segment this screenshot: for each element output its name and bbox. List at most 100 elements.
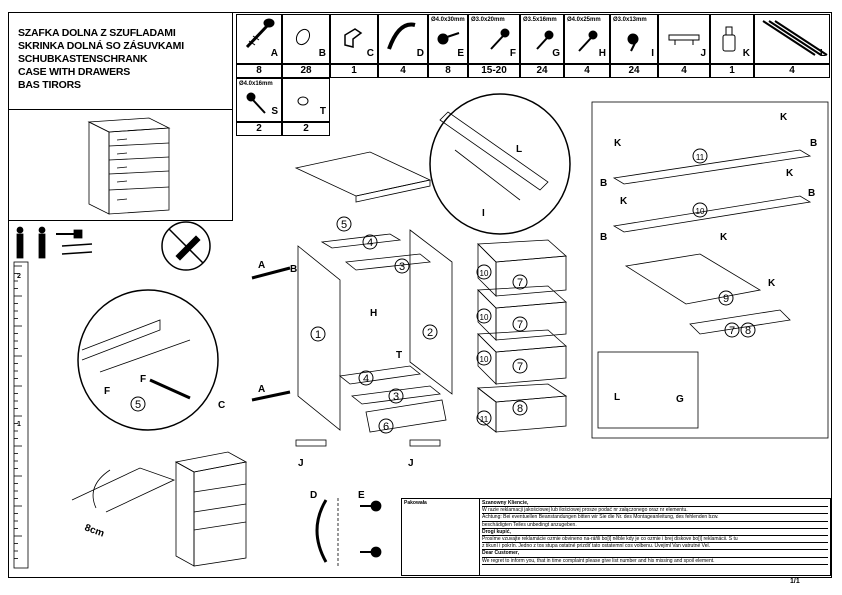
screw-g-icon <box>536 30 554 50</box>
part-cell-h: Ø4.0x25mm H <box>564 14 610 64</box>
label-k-2: K <box>780 112 788 123</box>
complaint-line-2: Achtung: Bei eventuellen Beanstandungen … <box>482 514 828 522</box>
label-f-2: F <box>140 374 146 385</box>
hardware-parts-table: A B C D Ø4.0x30mm E Ø3.0x20mm F Ø3.5x16m… <box>236 14 830 136</box>
complaint-line-0: Szanowny Kliencie, <box>482 500 828 508</box>
handle-d-icon <box>387 22 416 50</box>
bottom-board-3 <box>351 385 441 405</box>
complaint-text: Szanowny Kliencie, W razie reklamacji ja… <box>480 499 830 566</box>
screw-i-icon <box>627 33 639 52</box>
title-line-pl: SZAFKA DOLNA Z SZUFLADAMI <box>18 27 176 39</box>
part-cell-b: B <box>282 14 330 64</box>
label-panel-1: 1 <box>315 329 321 341</box>
complaint-line-1: W razie reklamacji jakościowej lub ilośc… <box>482 507 828 515</box>
side-panel-2 <box>409 229 453 395</box>
screw-e-icon <box>437 32 460 45</box>
label-7c: 7 <box>517 361 523 373</box>
label-10-panel: 10 <box>696 207 705 216</box>
label-8-panel: 8 <box>745 325 751 337</box>
qty-j: 4 <box>658 64 710 78</box>
label-k-5: K <box>720 232 728 243</box>
label-8: 8 <box>517 403 523 415</box>
label-l-panel: L <box>614 392 620 403</box>
qty-d: 4 <box>378 64 428 78</box>
label-10b: 10 <box>480 313 489 322</box>
glue-bottle-k-icon <box>722 26 736 52</box>
leg-j-left <box>295 439 327 447</box>
label-7b: 7 <box>517 319 523 331</box>
part-cell-g: Ø3.5x16mm G <box>520 14 564 64</box>
title-line-de: SCHUBKASTENSCHRANK <box>18 53 148 65</box>
label-g: G <box>676 394 684 405</box>
label-7a: 7 <box>517 277 523 289</box>
label-11-panel: 11 <box>696 153 705 162</box>
label-i: I <box>482 208 485 219</box>
label-k-4: K <box>620 196 628 207</box>
label-b-panel-4: B <box>808 188 815 199</box>
dowel-b-icon <box>295 28 311 46</box>
label-3-bottom: 3 <box>393 391 399 403</box>
qty-g: 24 <box>520 64 564 78</box>
label-j-right: J <box>408 458 414 469</box>
screw-detail <box>149 378 191 400</box>
label-l-detail: L <box>516 144 522 155</box>
drawer-stack <box>476 239 568 433</box>
leg-j-right <box>409 439 441 447</box>
label-b-panel-2: B <box>810 138 817 149</box>
label-b-panel-1: B <box>600 178 607 189</box>
label-3-top: 3 <box>399 261 405 273</box>
qty-c: 1 <box>330 64 378 78</box>
part-cell-l: L <box>754 14 830 64</box>
screw-a-icon <box>245 18 275 49</box>
label-k-6: K <box>768 278 776 289</box>
part-cell-e: Ø4.0x30mm E <box>428 14 468 64</box>
title-line-en: CASE WITH DRAWERS <box>18 66 131 78</box>
rail-4-bottom <box>339 365 421 385</box>
detail-magnifier-rail <box>429 93 571 235</box>
back-rail-5 <box>320 233 402 249</box>
label-a-bottom: A <box>258 384 265 395</box>
label-5: 5 <box>341 219 347 231</box>
corner-detail <box>71 467 176 513</box>
part-cell-c: C <box>330 14 378 64</box>
label-f-1: F <box>104 386 110 397</box>
title-line-sk: SKRINKA DOLNÁ SO ZÁSUVKAMI <box>18 40 184 52</box>
qty-f: 15-20 <box>468 64 520 78</box>
tools-icon <box>56 229 93 255</box>
label-b-top: B <box>290 264 297 275</box>
qty-t: 2 <box>282 122 330 136</box>
part-cell-j: J <box>658 14 710 64</box>
page-frame <box>8 12 832 578</box>
top-board <box>294 151 432 197</box>
complaint-line-5: Prosíme vzuvajte reklamácie ozmie obvine… <box>482 536 828 544</box>
leg-j-icon <box>668 34 700 45</box>
two-people-icon <box>16 226 46 259</box>
label-t: T <box>396 350 402 361</box>
part-cell-a: A <box>236 14 282 64</box>
label-5-detail: 5 <box>135 399 141 411</box>
complaint-line-4: Drogi kupić, <box>482 529 828 537</box>
side-panel-1 <box>297 245 341 431</box>
label-6: 6 <box>383 421 389 433</box>
screw-h-icon <box>578 30 598 52</box>
part-cell-f: Ø3.0x20mm F <box>468 14 520 64</box>
complaint-info-table: Pakowała Szanowny Kliencie, W razie rekl… <box>401 498 831 576</box>
complaint-line-8: We regret to inform you, that in time co… <box>482 558 828 565</box>
label-d: D <box>310 490 317 501</box>
ruler-mark-2: 2 <box>17 273 21 280</box>
screw-s-icon <box>246 92 266 114</box>
complaint-line-6: z tikuní i pokrín. Jedno z tos stupa ost… <box>482 543 828 551</box>
part-cell-s: Ø4.0x16mm S <box>236 78 282 122</box>
plug-t-icon <box>297 96 309 106</box>
label-k-1: K <box>614 138 622 149</box>
qty-a: 8 <box>236 64 282 78</box>
complaint-line-7: Dear Customer, <box>482 550 828 558</box>
label-k-3: K <box>786 168 794 179</box>
cam-lock-c-icon <box>344 28 363 48</box>
label-10a: 10 <box>480 269 489 278</box>
drawer-assembly-panel <box>591 101 829 439</box>
label-panel-2: 2 <box>427 327 433 339</box>
label-j-left: J <box>298 458 304 469</box>
qty-b: 28 <box>282 64 330 78</box>
label-9: 9 <box>723 293 729 305</box>
